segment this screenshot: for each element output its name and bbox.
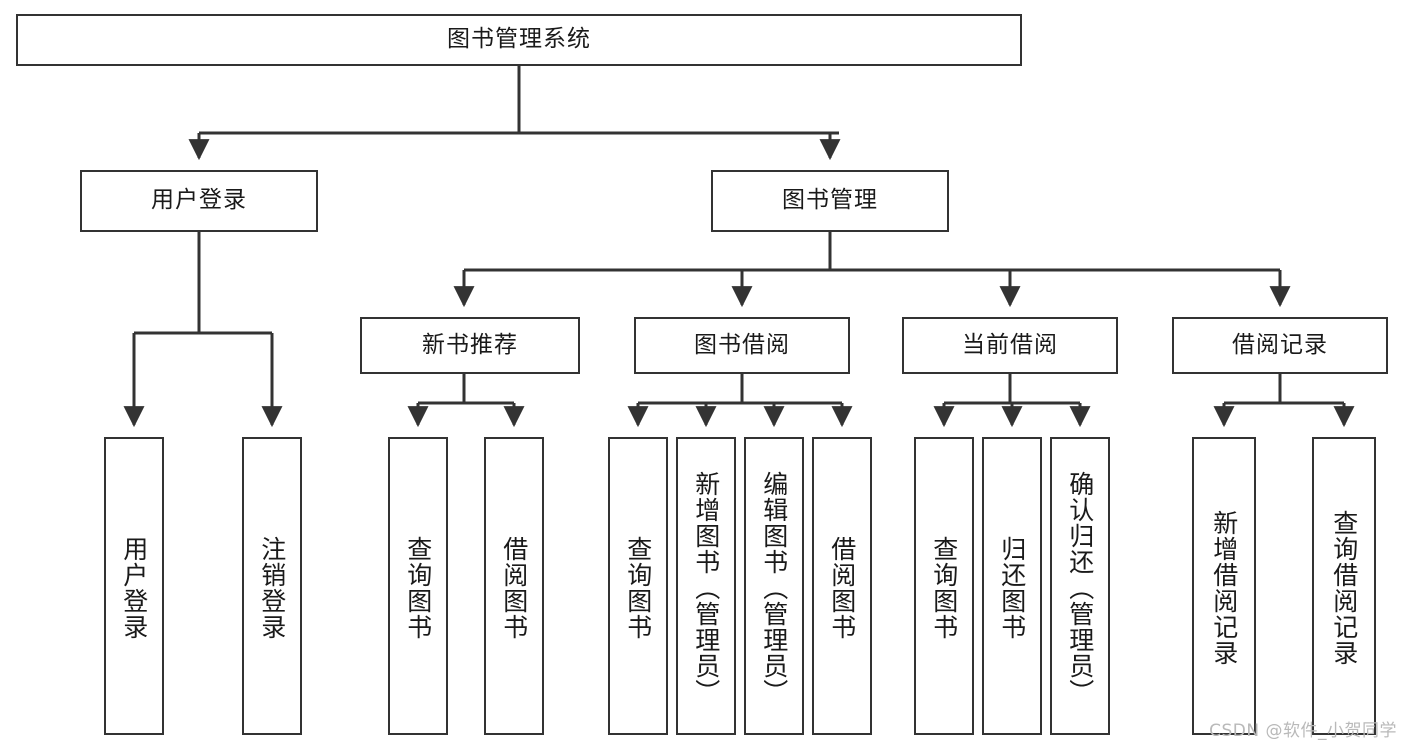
node-book-borrow[interactable]: 图书借阅	[634, 317, 850, 374]
node-label: 借阅图书	[499, 536, 529, 640]
node-leaf-query-book-newbook[interactable]: 查询图书	[388, 437, 448, 735]
node-book-management[interactable]: 图书管理	[711, 170, 949, 232]
node-label: 归还图书	[997, 536, 1027, 640]
node-new-book-recommend[interactable]: 新书推荐	[360, 317, 580, 374]
node-leaf-query-borrow-record[interactable]: 查询借阅记录	[1312, 437, 1376, 735]
node-leaf-query-book-borrow[interactable]: 查询图书	[608, 437, 668, 735]
node-label: 注销登录	[257, 536, 287, 640]
node-user-login[interactable]: 用户登录	[80, 170, 318, 232]
node-leaf-return-book[interactable]: 归还图书	[982, 437, 1042, 735]
node-leaf-add-borrow-record[interactable]: 新增借阅记录	[1192, 437, 1256, 735]
node-root-book-management-system[interactable]: 图书管理系统	[16, 14, 1022, 66]
node-leaf-confirm-return-admin[interactable]: 确认归还（管理员）	[1050, 437, 1110, 735]
node-label: 图书管理	[782, 187, 878, 214]
node-label: 新增借阅记录	[1209, 510, 1239, 666]
node-label: 查询图书	[623, 536, 653, 640]
node-label: 用户登录	[119, 536, 149, 640]
node-label: 新增图书（管理员）	[691, 471, 721, 705]
node-leaf-user-login[interactable]: 用户登录	[104, 437, 164, 735]
node-leaf-borrow-book-newbook[interactable]: 借阅图书	[484, 437, 544, 735]
node-leaf-query-book-current[interactable]: 查询图书	[914, 437, 974, 735]
node-borrow-record[interactable]: 借阅记录	[1172, 317, 1388, 374]
node-current-borrow[interactable]: 当前借阅	[902, 317, 1118, 374]
node-label: 借阅记录	[1232, 331, 1328, 358]
node-label: 图书借阅	[694, 331, 790, 358]
node-label: 查询图书	[403, 536, 433, 640]
node-leaf-add-book-admin[interactable]: 新增图书（管理员）	[676, 437, 736, 735]
node-label: 查询图书	[929, 536, 959, 640]
node-leaf-lend-book[interactable]: 借阅图书	[812, 437, 872, 735]
node-leaf-user-logout[interactable]: 注销登录	[242, 437, 302, 735]
node-label: 编辑图书（管理员）	[759, 471, 789, 705]
csdn-watermark: CSDN @软件_小贺同学	[1209, 721, 1397, 741]
node-label: 确认归还（管理员）	[1065, 471, 1095, 705]
node-label: 借阅图书	[827, 536, 857, 640]
node-label: 图书管理系统	[447, 26, 591, 53]
node-leaf-edit-book-admin[interactable]: 编辑图书（管理员）	[744, 437, 804, 735]
node-label: 当前借阅	[962, 331, 1058, 358]
node-label: 新书推荐	[422, 331, 518, 358]
node-label: 用户登录	[151, 187, 247, 214]
node-label: 查询借阅记录	[1329, 510, 1359, 666]
